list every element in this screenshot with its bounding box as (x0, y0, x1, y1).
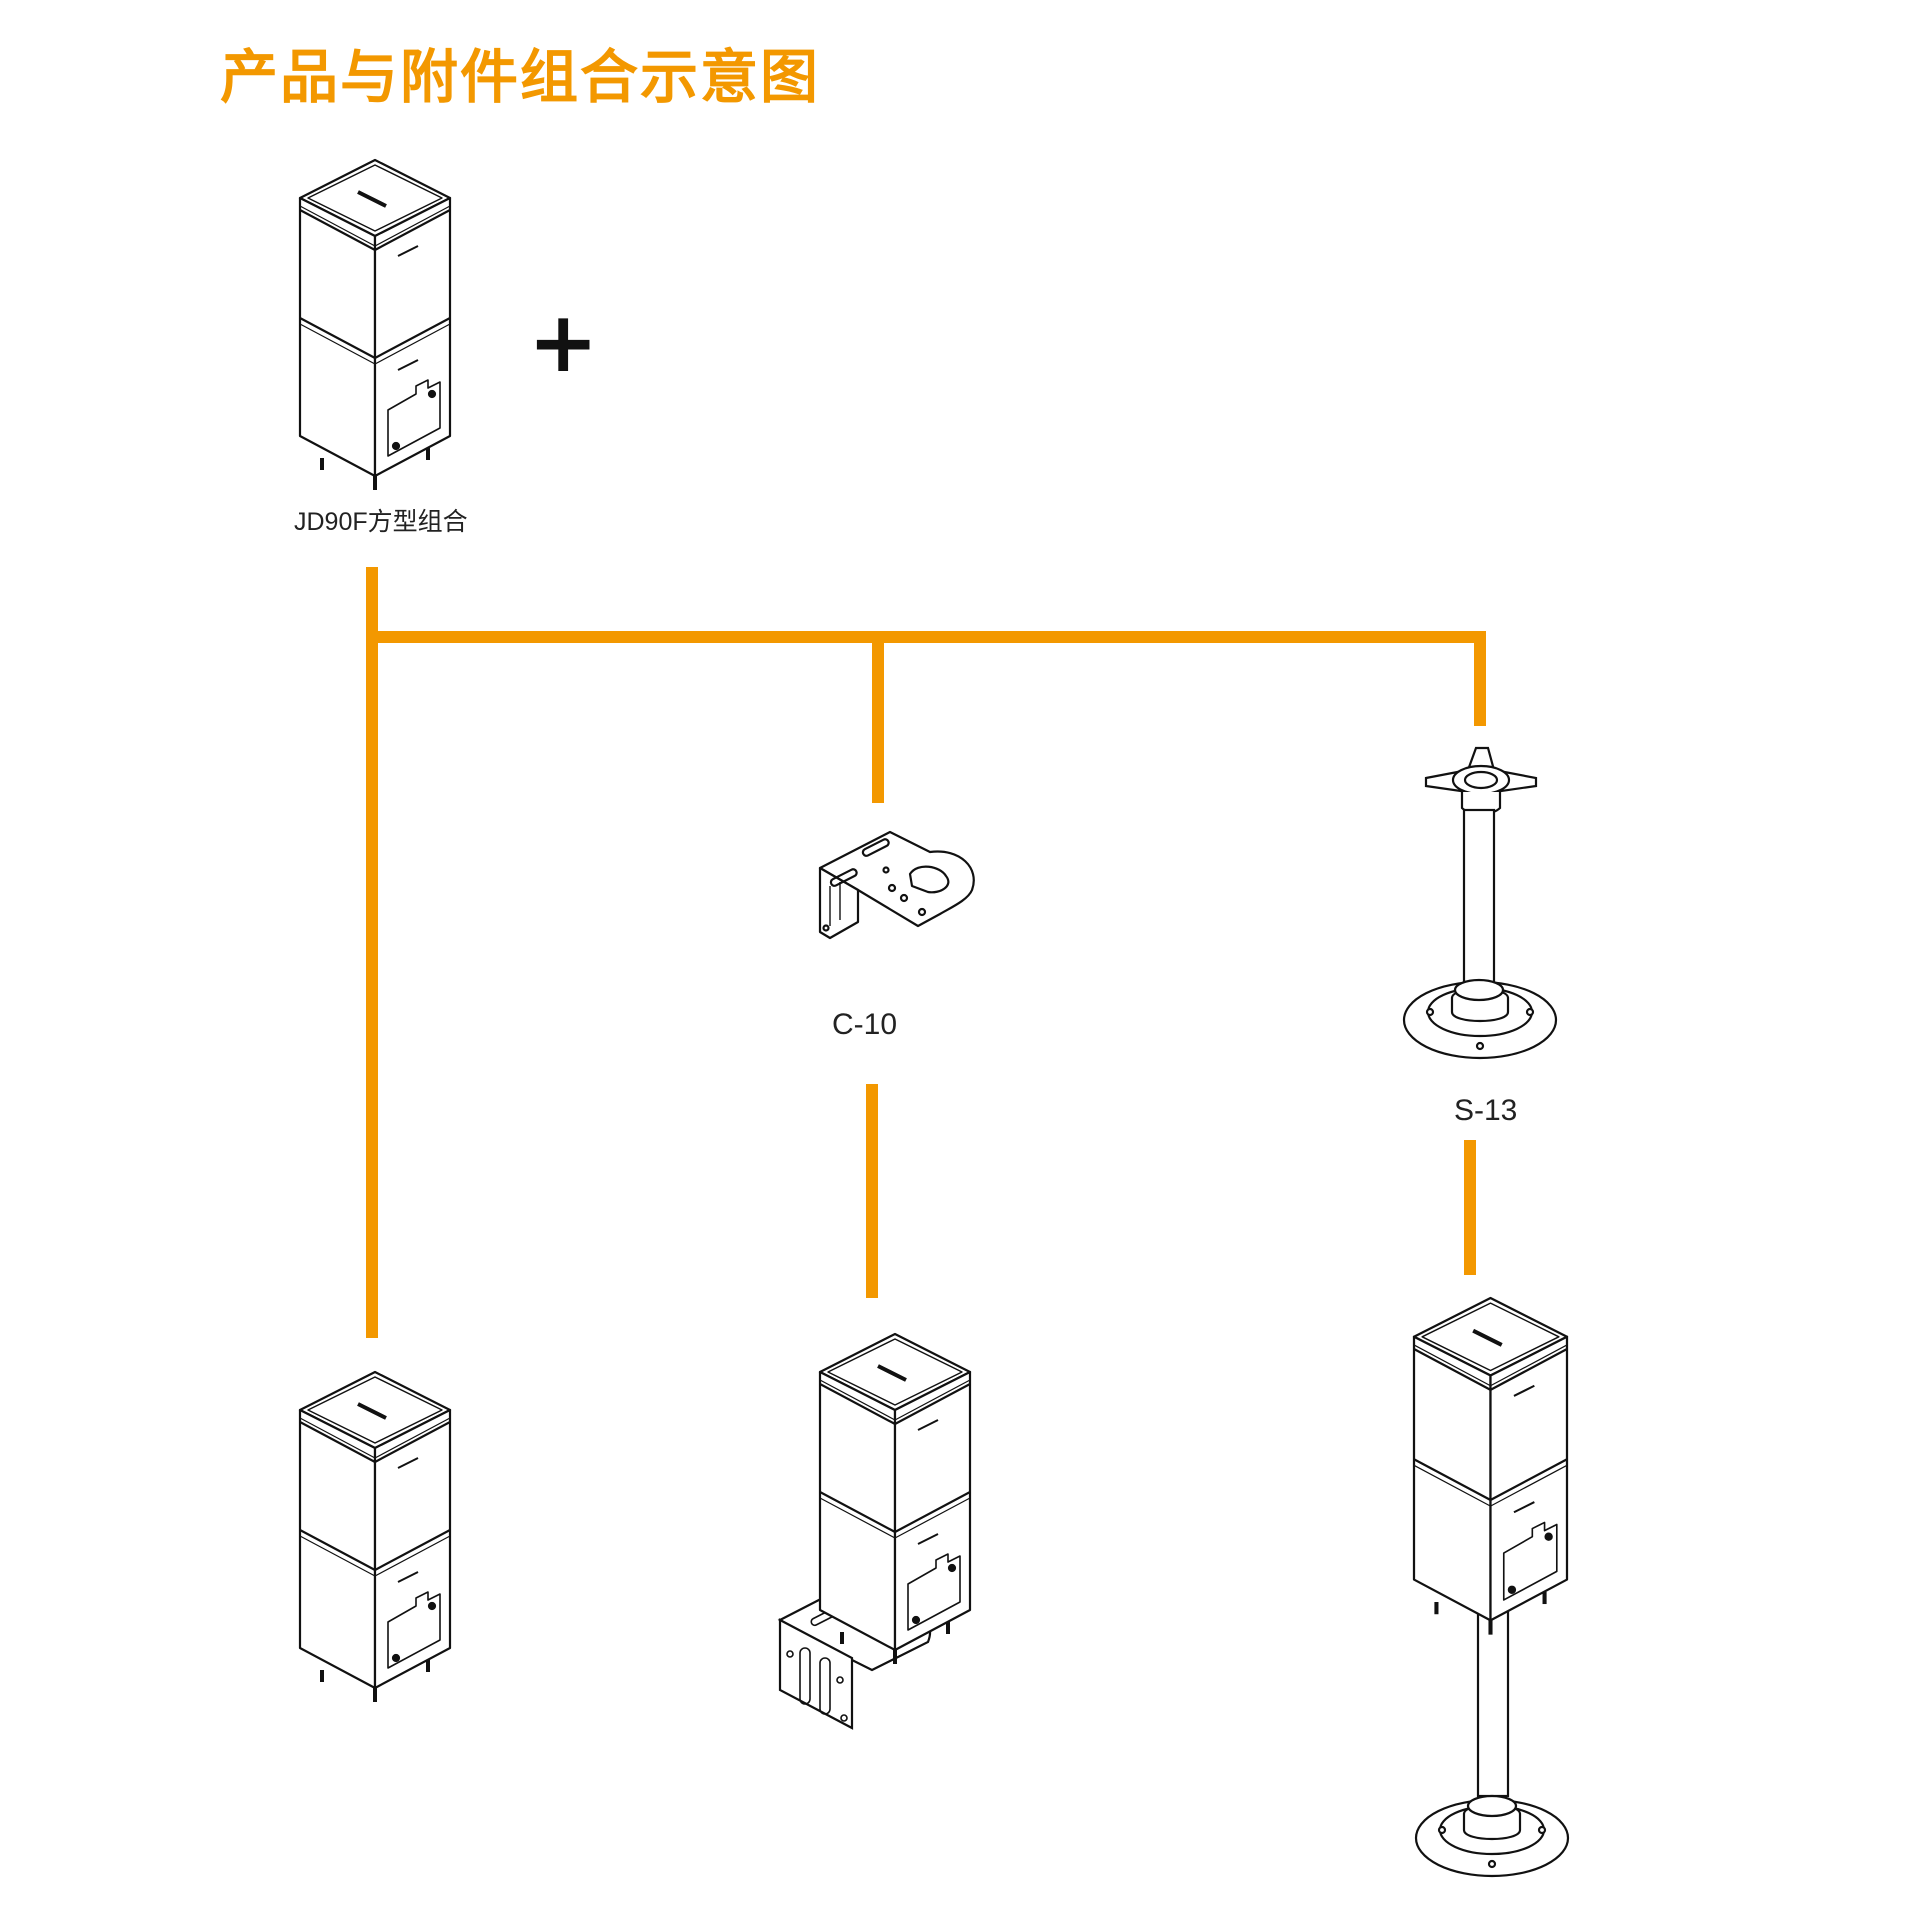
square-column-speaker-icon (298, 158, 452, 492)
speaker-on-stand-combination (1414, 1298, 1570, 1878)
l-bracket-icon (818, 830, 975, 940)
plus-sign: + (528, 293, 599, 391)
pole-stand-icon (1402, 746, 1558, 1060)
square-column-speaker-icon (298, 1370, 452, 1704)
connector-lines (366, 567, 1486, 1338)
speaker-with-bracket-combination (777, 1332, 972, 1730)
bracket-label: C-10 (832, 1008, 898, 1041)
main-product-label: JD90F方型组合 (294, 508, 468, 536)
page-title: 产品与附件组合示意图 (220, 43, 821, 111)
stand-label: S-13 (1454, 1094, 1518, 1127)
